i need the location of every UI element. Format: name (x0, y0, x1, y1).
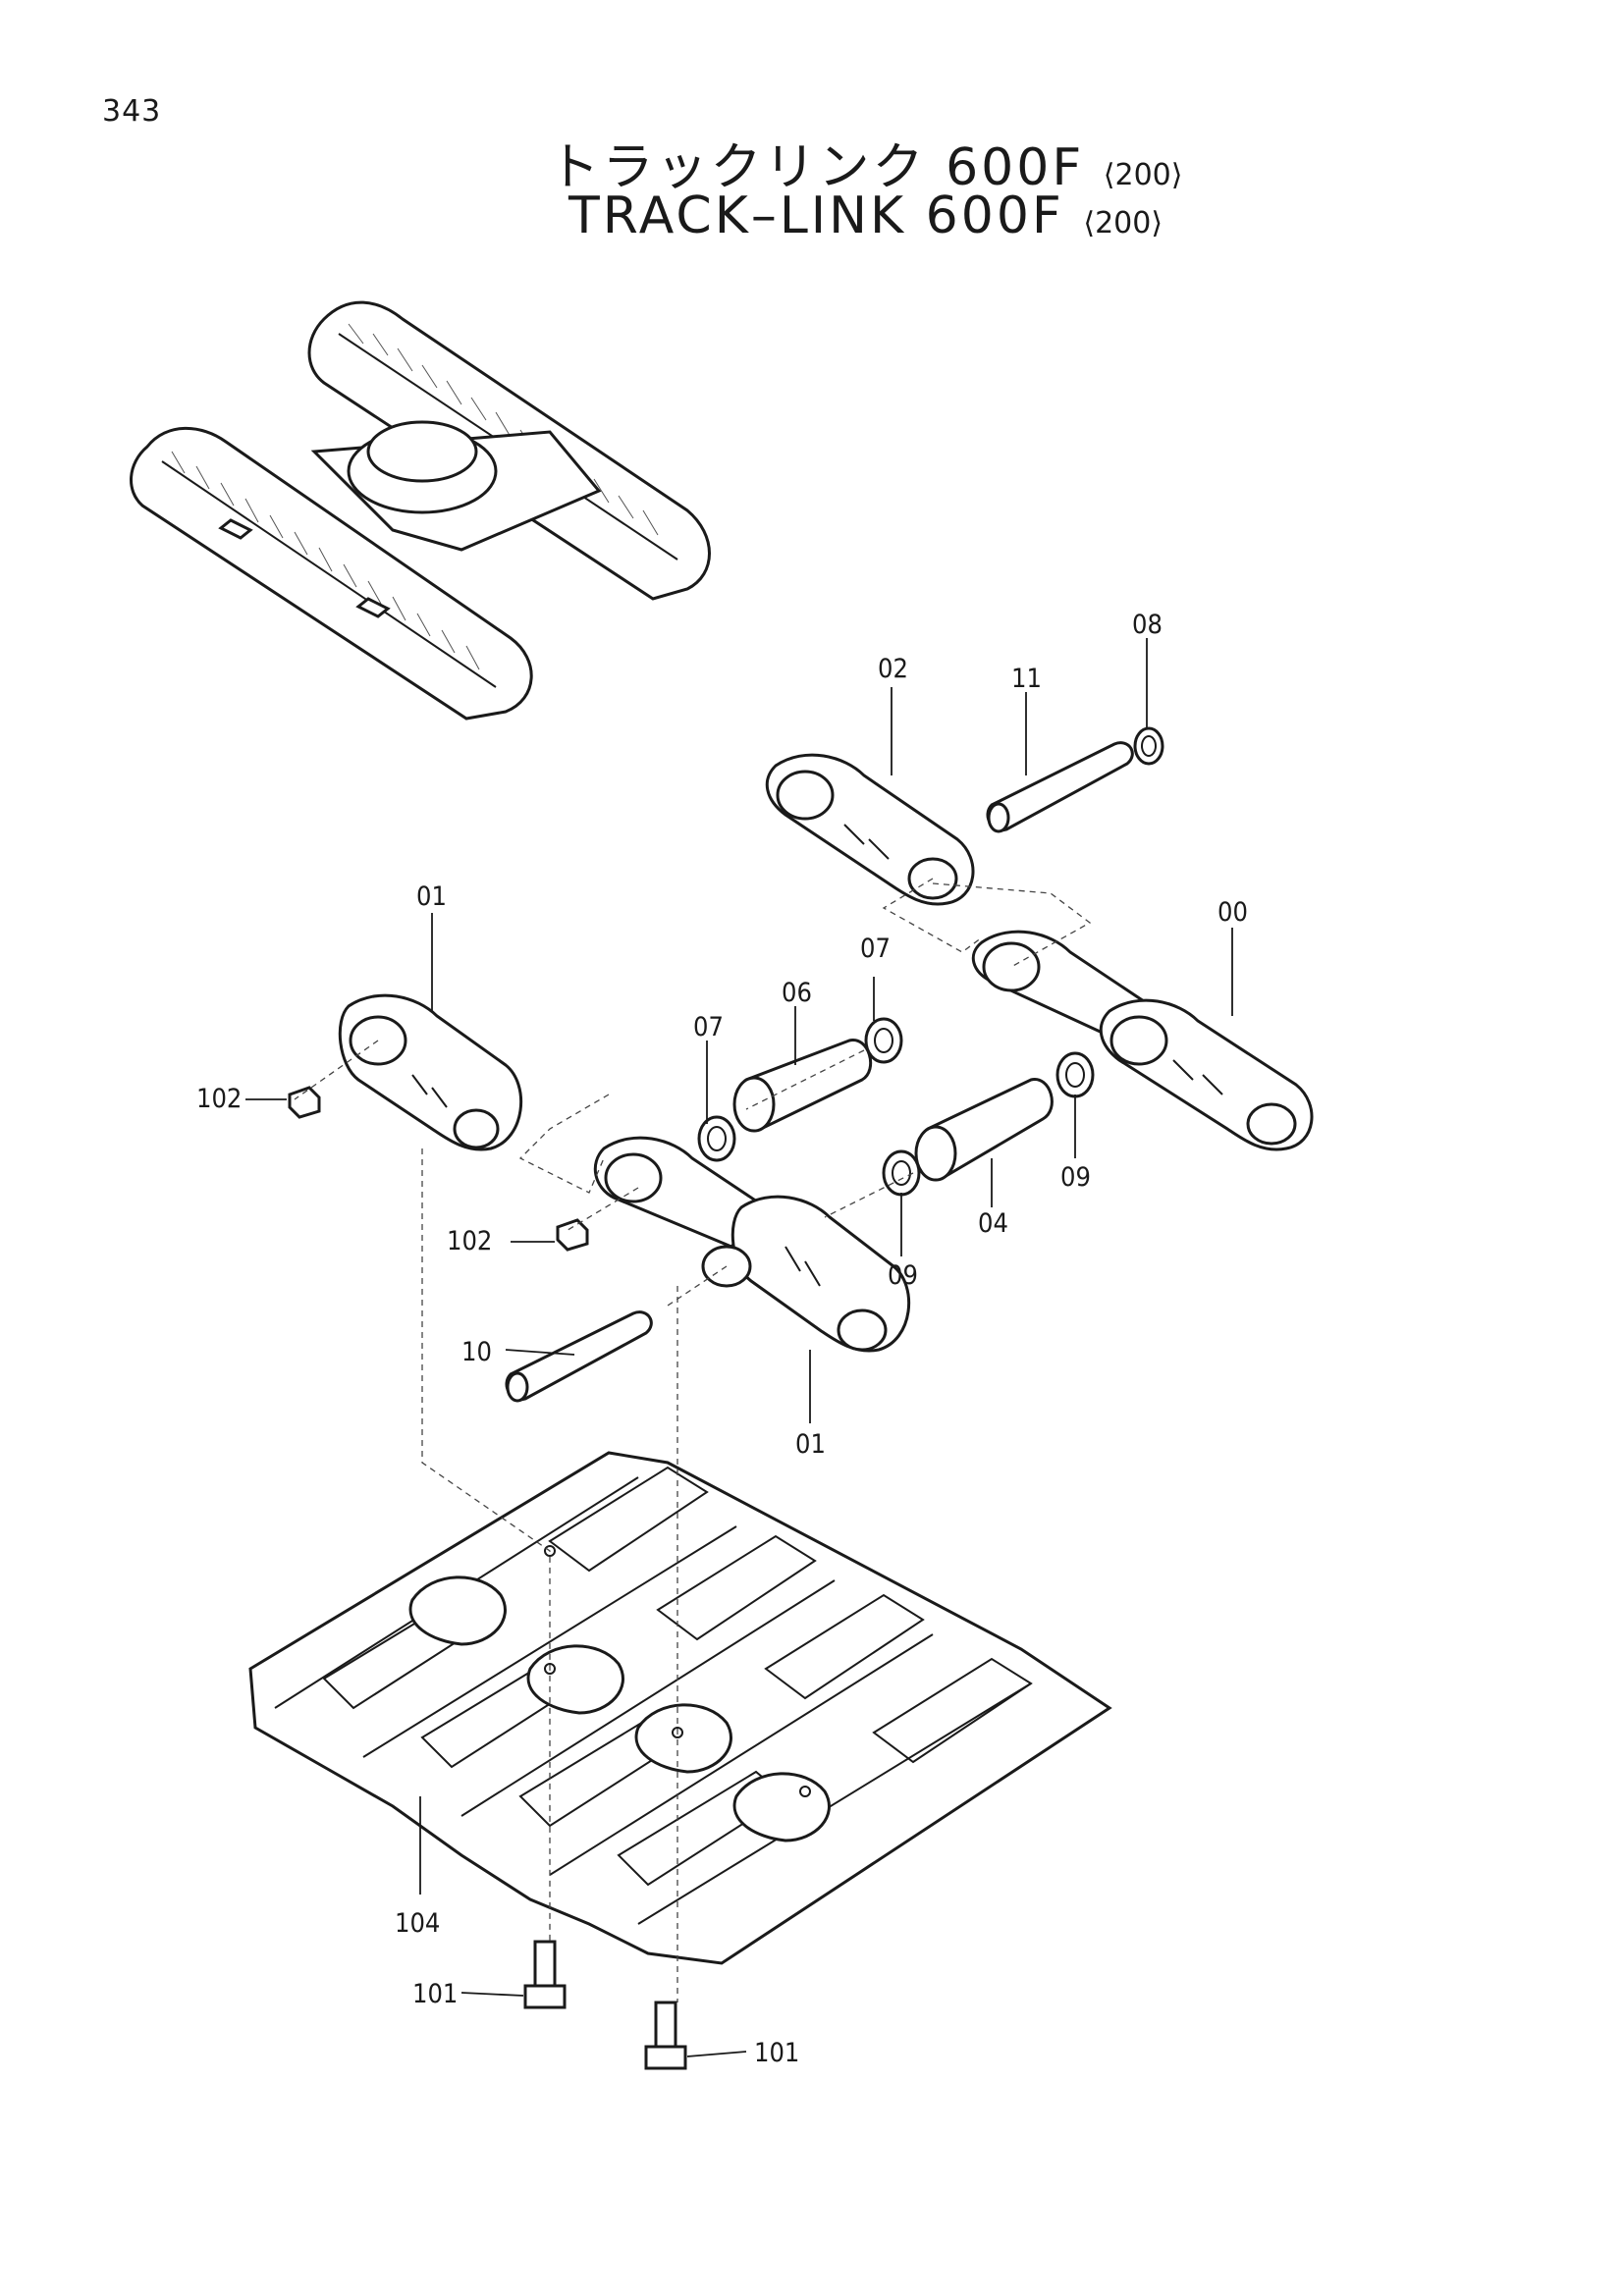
title-ja-text: トラックリンク 600F (548, 138, 1085, 197)
callout-04: 04 (978, 1208, 1008, 1239)
callout-104: 104 (395, 1908, 440, 1939)
callout-101-right: 101 (754, 2038, 799, 2068)
bolt-101-left (523, 1940, 567, 2009)
bushing-04 (914, 1078, 1054, 1182)
link-01-top (338, 993, 523, 1151)
seal-07-left (697, 1115, 736, 1162)
page-number: 343 (102, 94, 162, 129)
track-shoes-104 (248, 1451, 1112, 1965)
seal-09-mid (882, 1149, 921, 1197)
callout-102-top: 102 (196, 1084, 242, 1114)
bolt-101-right (644, 2001, 687, 2070)
callout-06: 06 (782, 978, 812, 1008)
leader-lines (245, 638, 1233, 2057)
link-02 (765, 753, 975, 906)
callout-labels: 08 02 11 00 01 07 06 07 102 09 04 102 09… (196, 610, 1248, 2068)
nut-102-mid (556, 1218, 589, 1252)
title-en-text: TRACK–LINK 600F (568, 187, 1064, 245)
callout-10: 10 (461, 1337, 492, 1367)
assembly-guide-lines (294, 878, 1092, 2002)
snap-ring-08 (1133, 726, 1164, 766)
title-ja-suffix: ⟨200⟩ (1103, 158, 1183, 192)
pin-10 (505, 1310, 653, 1403)
page-title-japanese: トラックリンク 600F ⟨200⟩ (0, 126, 1623, 199)
page-title-english: TRACK–LINK 600F ⟨200⟩ (0, 187, 1623, 245)
callout-11: 11 (1011, 664, 1042, 694)
pin-11 (986, 741, 1134, 833)
link-00 (971, 930, 1314, 1151)
callout-01-top: 01 (416, 881, 447, 912)
callout-102-mid: 102 (447, 1226, 492, 1256)
callout-07-right: 07 (860, 934, 891, 964)
seal-07-right (864, 1017, 903, 1064)
callout-01-bottom: 01 (795, 1429, 826, 1460)
seal-09-right (1055, 1051, 1095, 1098)
callout-02: 02 (878, 654, 908, 684)
callout-09-right: 09 (1060, 1162, 1091, 1193)
title-en-suffix: ⟨200⟩ (1083, 206, 1163, 240)
callout-07-left: 07 (693, 1012, 724, 1042)
nut-102-top (288, 1086, 321, 1119)
callout-101-left: 101 (412, 1979, 458, 2009)
link-01-bottom (593, 1136, 911, 1353)
callout-00: 00 (1217, 897, 1248, 928)
callout-08: 08 (1132, 610, 1163, 640)
bushing-06 (732, 1039, 873, 1133)
undercarriage-overview (130, 300, 711, 721)
callout-09-mid: 09 (888, 1260, 918, 1291)
